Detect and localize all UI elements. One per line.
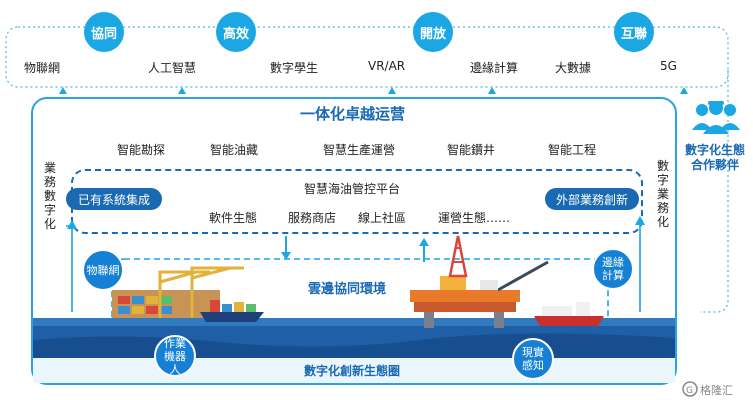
app-reservoir: 智能油藏 [210,143,259,157]
tech-digital-twin: 數字學生 [270,61,319,75]
circle-sensing: 現實感知 [512,338,554,380]
watermark: 格隆汇 [700,384,733,397]
partner-label-line2: 合作夥伴 [690,158,739,172]
platform-item-ecosystem: 運營生態…… [438,211,511,225]
circle-robot: 作業機器人 [154,335,196,377]
platform-item-software: 軟件生態 [209,211,258,225]
left-vertical-label: 業務數字化 [43,161,56,231]
value-circle-efficiency: 高效 [216,12,256,52]
right-vertical-label: 數字業務化 [656,159,669,229]
value-circle-collaboration: 協同 [84,12,124,52]
circle-iot: 物聯網 [82,249,124,291]
tech-5g: 5G [660,59,677,73]
value-circle-interconnection: 互聯 [614,12,654,52]
partner-label: 數字化生態 合作夥伴 [680,143,750,173]
tech-big-data: 大數據 [555,61,592,75]
svg-text:G: G [686,386,693,396]
tech-iot: 物聯網 [24,61,61,75]
platform-title: 智慧海油管控平台 [304,182,401,196]
main-frame [31,97,677,385]
app-production-ops: 智慧生產運營 [323,143,396,157]
platform-item-community: 線上社區 [358,211,407,225]
bottom-title: 數字化創新生態圈 [304,364,401,378]
value-circle-openness: 開放 [413,12,453,52]
tech-edge-computing: 邊緣計算 [470,61,519,75]
app-engineering: 智能工程 [548,143,597,157]
app-drilling: 智能鑽井 [447,143,496,157]
pill-system-integration: 已有系統集成 [66,188,162,210]
cloud-edge-label: 雲邊協同環境 [308,282,387,297]
partner-people-icon [692,101,740,134]
tech-vr-ar: VR/AR [368,59,406,73]
circle-edge-computing: 邊緣計算 [592,248,634,290]
pill-external-innovation: 外部業務創新 [545,188,639,210]
app-exploration: 智能勘探 [117,143,166,157]
tech-ai: 人工智慧 [148,61,197,75]
platform-item-store: 服務商店 [288,211,337,225]
partner-label-line1: 數字化生態 [684,143,745,157]
ops-title: 一体化卓越运营 [300,105,406,123]
